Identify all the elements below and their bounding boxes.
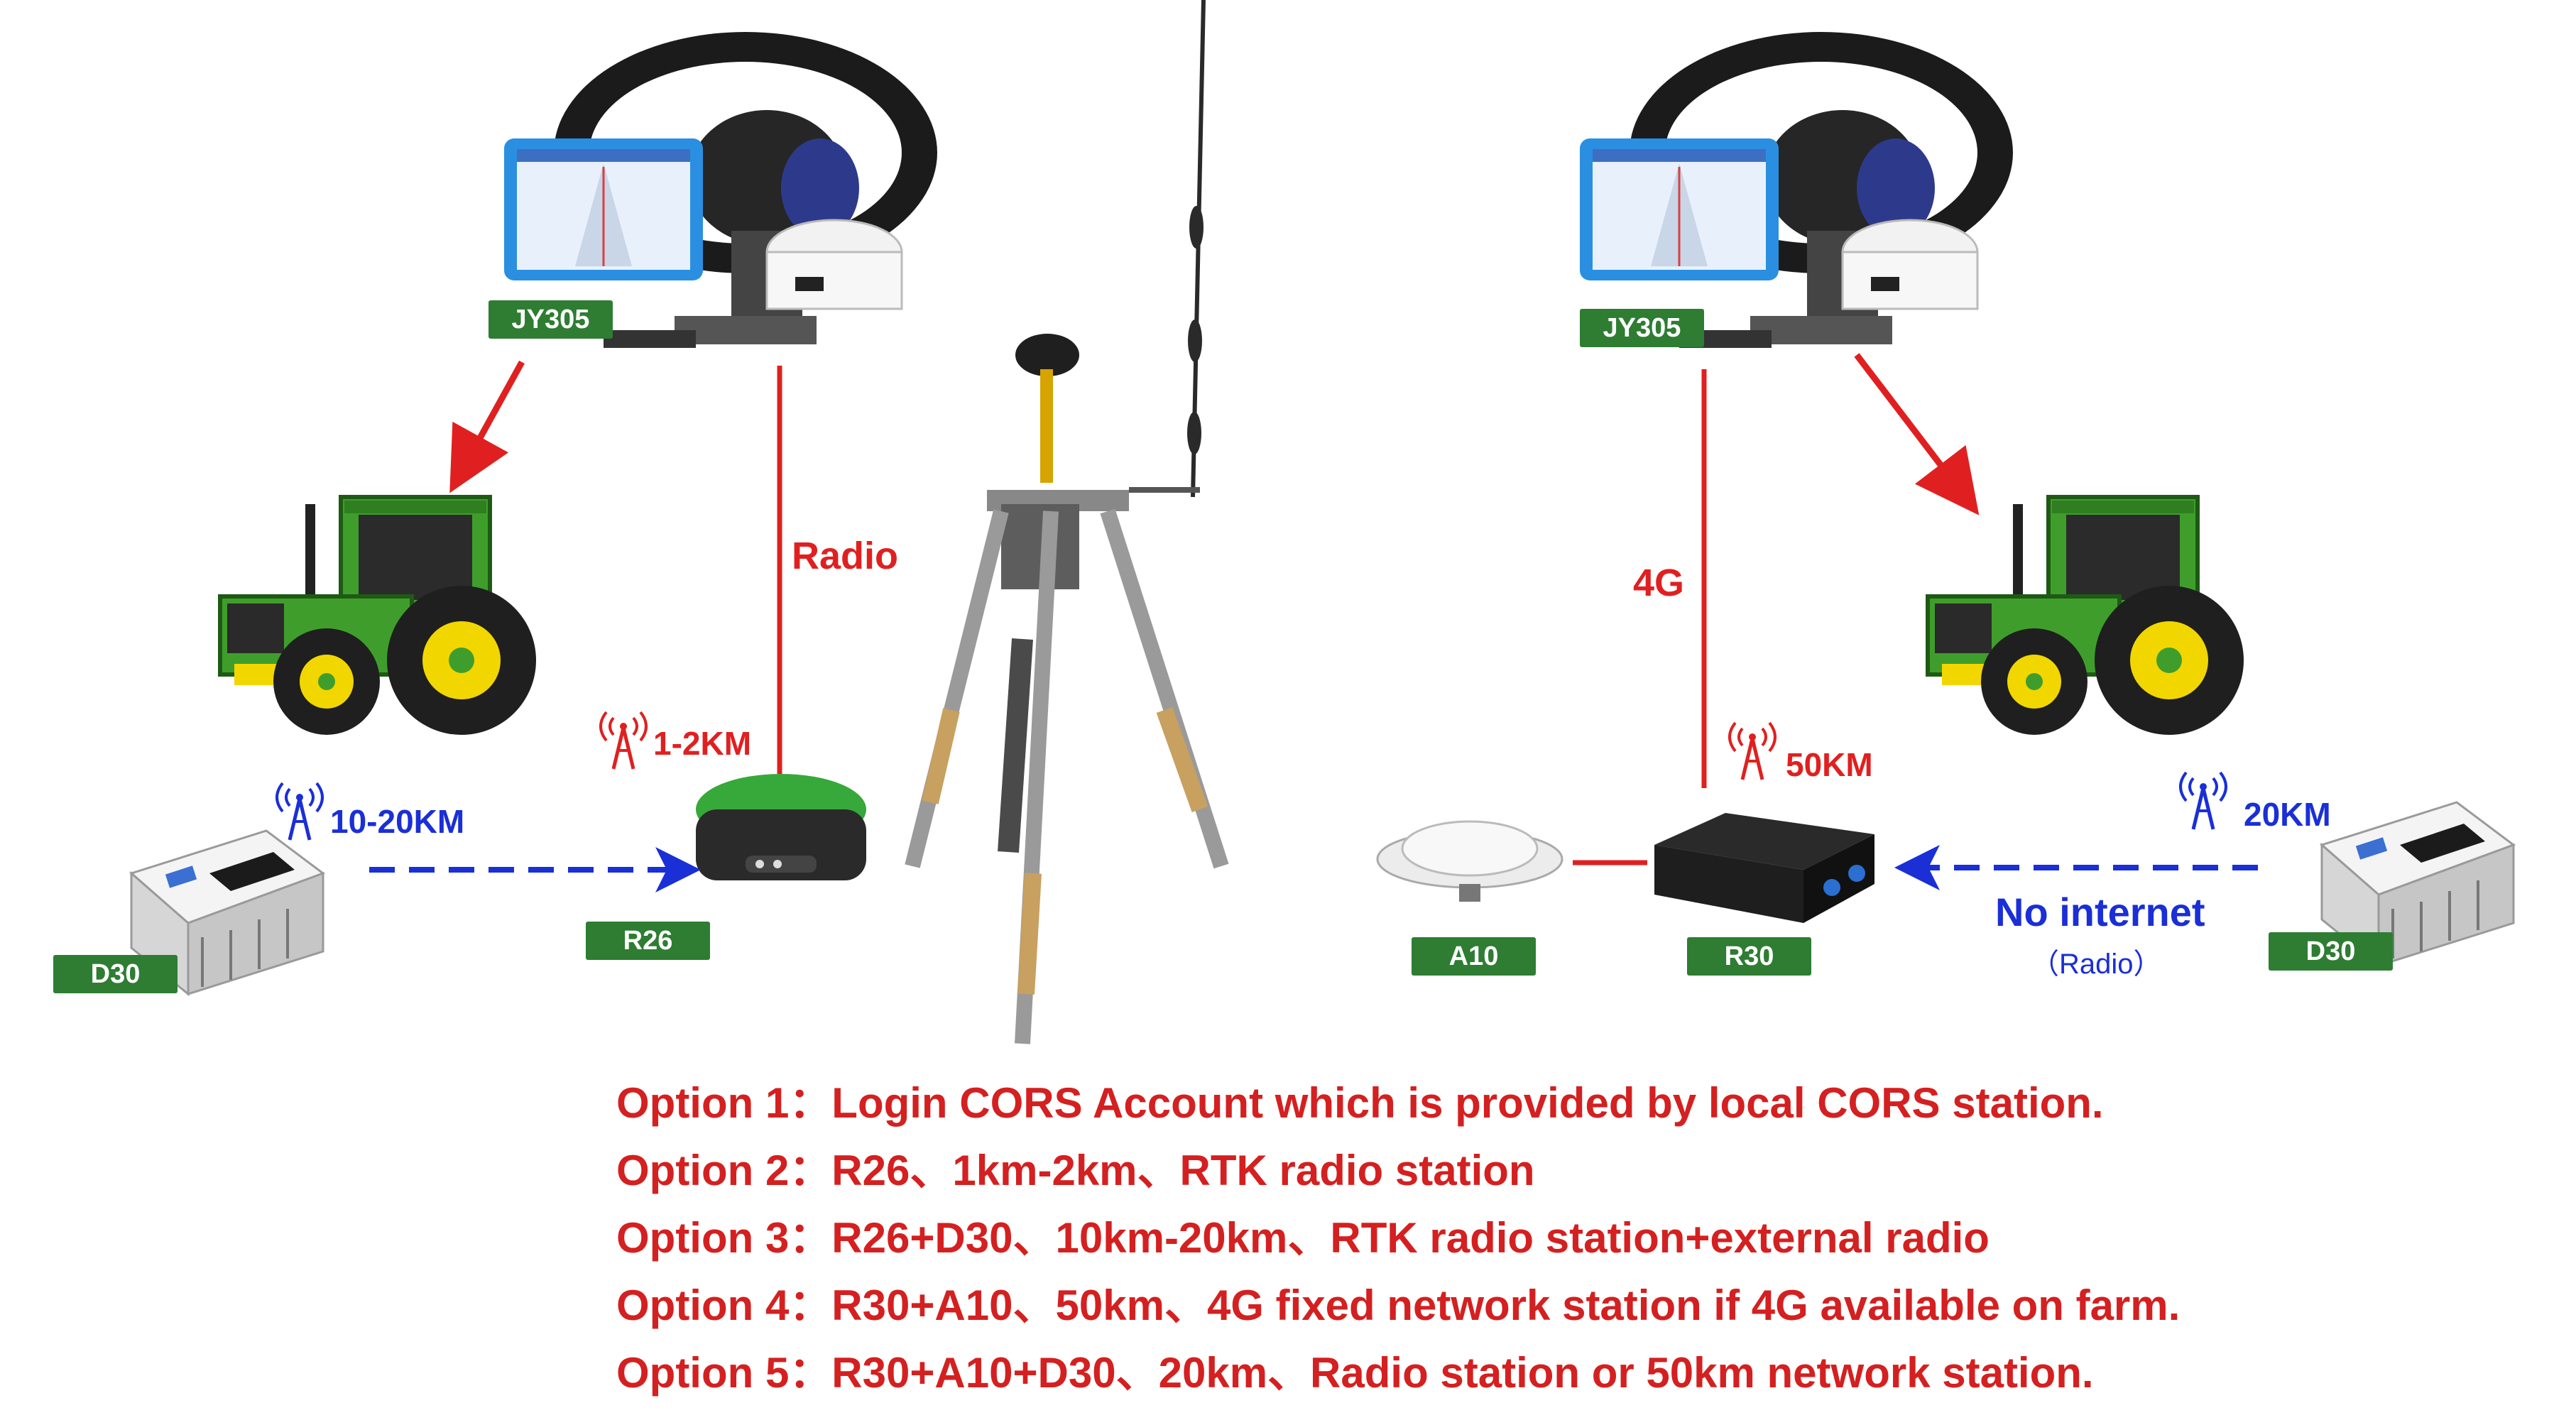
option-4-text: Option 4：R30+A10、50km、4G fixed network s… — [616, 1282, 2181, 1329]
signal-tower-icon-left-d30 — [277, 783, 322, 840]
left-tablet-to-tractor-arrow — [449, 360, 525, 493]
tractor-icon-right — [1928, 497, 2244, 735]
radio-note-label: （Radio） — [2031, 949, 2162, 980]
r30-base-icon — [1654, 813, 1874, 923]
right-d30-tag: D30 — [2269, 932, 2393, 971]
left-radio-label: Radio — [792, 535, 899, 577]
right-radio-range-label: 20KM — [2244, 796, 2331, 833]
left-radio-range-label: 10-20KM — [330, 803, 465, 840]
left-d30-tag: D30 — [53, 955, 178, 993]
signal-tower-icon-right-d30 — [2181, 772, 2226, 829]
a10-tag: A10 — [1412, 937, 1536, 976]
r26-tag: R26 — [586, 922, 710, 960]
tractor-icon — [220, 497, 536, 735]
no-internet-label: No internet — [1995, 890, 2205, 934]
r26-receiver — [696, 774, 866, 880]
right-jy305-tag: JY305 — [1580, 309, 1704, 347]
left-jy305-tag: JY305 — [489, 300, 613, 339]
steering-wheel-icon-right — [1578, 31, 2014, 349]
right-control-bundle — [1578, 31, 2014, 349]
option-1-text: Option 1：Login CORS Account which is pro… — [616, 1079, 2104, 1127]
left-range-label: 1-2KM — [653, 725, 752, 762]
option-3-text: Option 3：R26+D30、10km-20km、RTK radio sta… — [616, 1214, 1990, 1262]
tripod-antenna-icon — [905, 0, 1229, 1044]
option-5-text: Option 5：R30+A10+D30、20km、Radio station … — [616, 1349, 2094, 1397]
signal-tower-icon-right-r30 — [1730, 723, 1775, 780]
right-tractor — [1928, 497, 2244, 735]
signal-tower-icon-left-r26 — [601, 712, 646, 769]
right-4g-label: 4G — [1633, 562, 1685, 604]
right-range-label: 50KM — [1786, 746, 1873, 783]
a10-antenna-icon — [1376, 820, 1563, 902]
option-2-text: Option 2：R26、1km-2km、RTK radio station — [616, 1147, 1535, 1194]
left-tractor — [220, 497, 536, 735]
right-tablet-to-tractor-arrow — [1854, 353, 1980, 515]
r30-tag: R30 — [1687, 937, 1811, 976]
